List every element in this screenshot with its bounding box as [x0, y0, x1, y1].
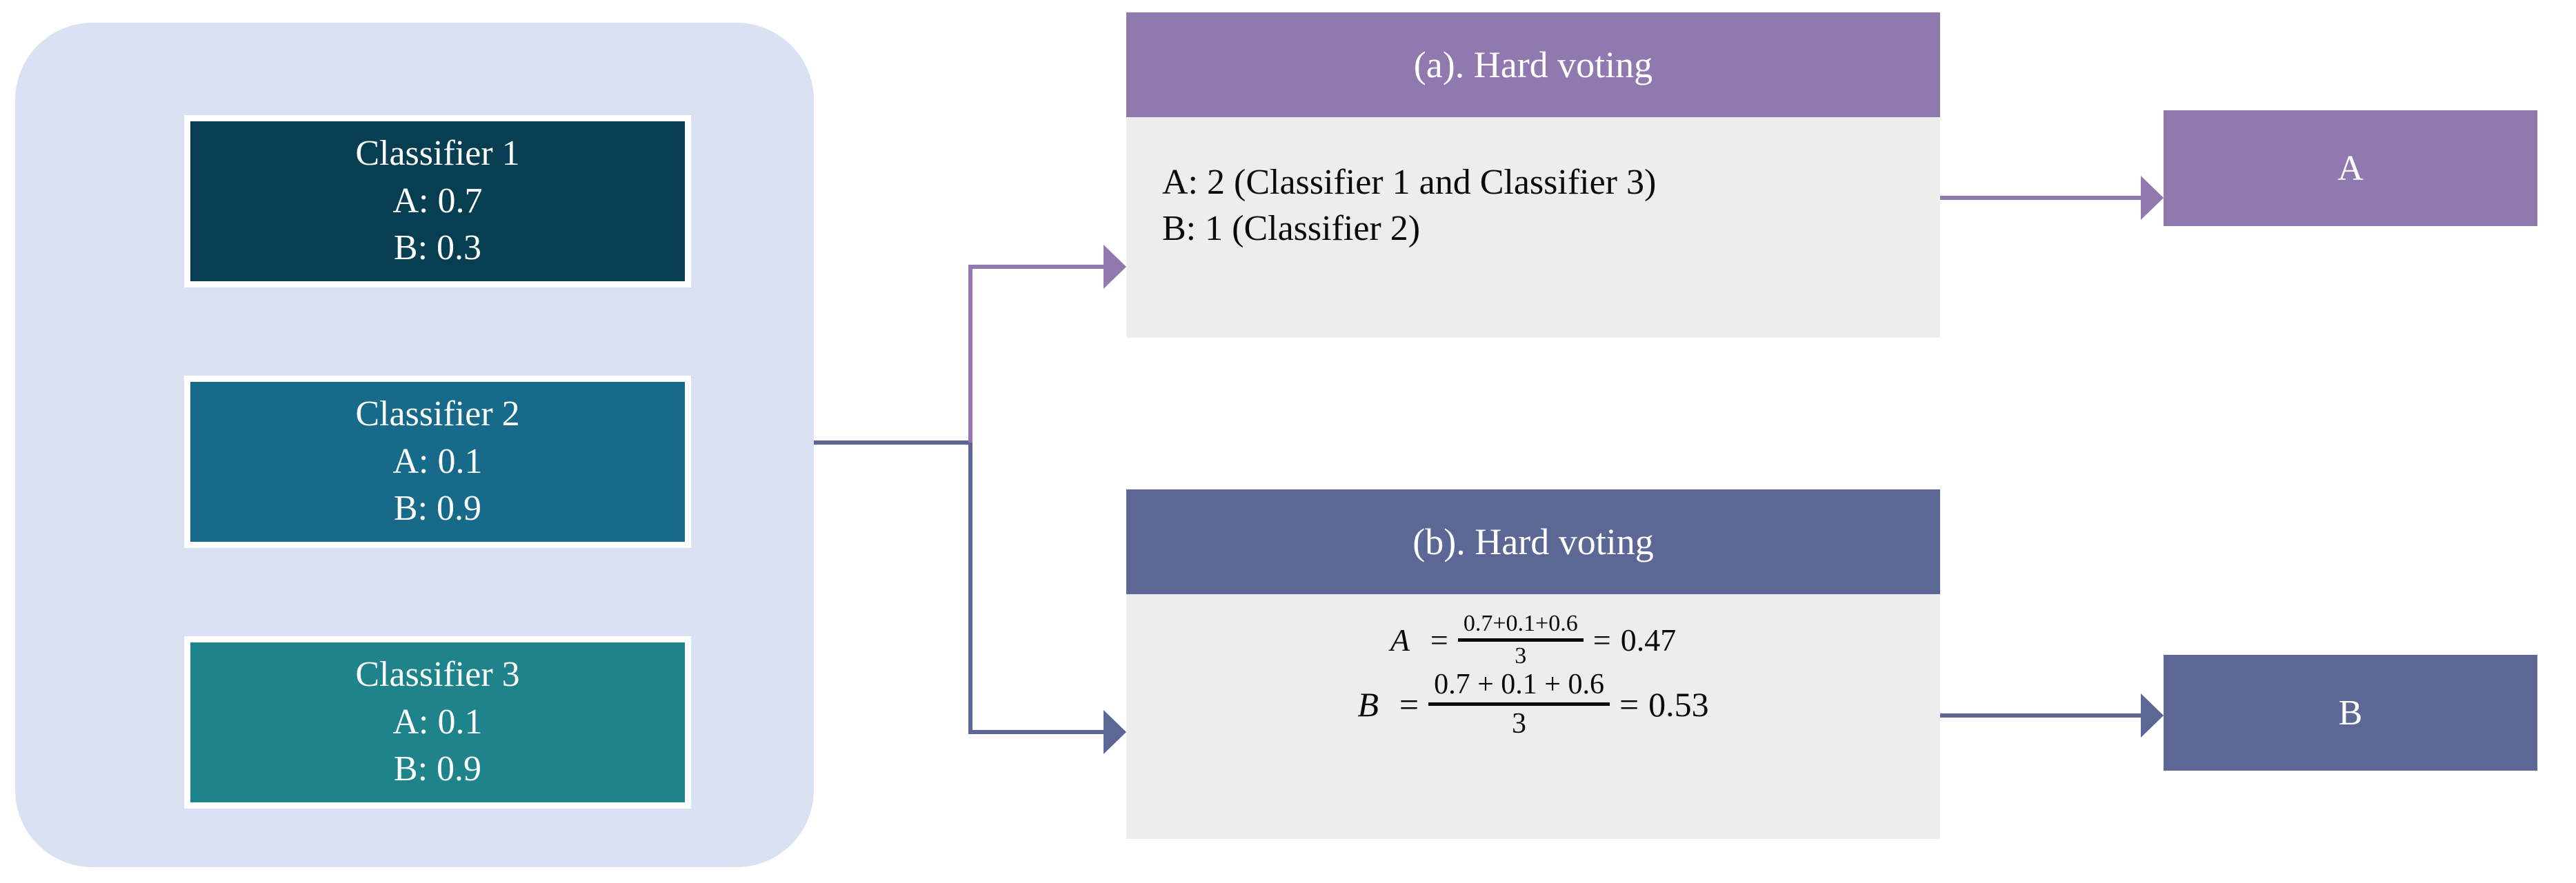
formula-a-variable: A [1390, 622, 1410, 658]
formula-b-numerator: 0.7 + 0.1 + 0.6 [1434, 669, 1604, 700]
formula-b-equals-2: = [1619, 684, 1639, 724]
formula-b-equals-1: = [1399, 684, 1419, 724]
hard-voting-panel[interactable]: (a). Hard voting A: 2 (Classifier 1 and … [1126, 12, 1940, 338]
soft-voting-body: A = 0.7+0.1+0.6 3 = 0.47 B = 0.7 + 0.1 +… [1126, 594, 1940, 839]
classifier-1-score-b: B: 0.3 [393, 228, 482, 268]
formula-average-a: A = 0.7+0.1+0.6 3 = 0.47 [1390, 611, 1676, 669]
outcome-box-a[interactable]: A [2164, 110, 2537, 226]
arrowhead-to-outcome-a [2141, 176, 2164, 220]
soft-voting-header: (b). Hard voting [1126, 489, 1940, 594]
classifier-1-body: Classifier 1 A: 0.7 B: 0.3 [190, 121, 685, 281]
classifier-3-body: Classifier 3 A: 0.1 B: 0.9 [190, 642, 685, 802]
formula-a-fraction-bar [1457, 638, 1584, 642]
arrowhead-to-soft-voting [1104, 710, 1126, 754]
classifier-3-title: Classifier 3 [355, 655, 520, 695]
formula-a-equals-2: = [1592, 622, 1611, 658]
classifier-2-score-a: A: 0.1 [392, 441, 483, 481]
formula-a-numerator: 0.7+0.1+0.6 [1463, 611, 1578, 636]
outcome-box-b[interactable]: B [2164, 655, 2537, 771]
classifier-1-score-a: A: 0.7 [392, 181, 483, 221]
formula-b-denominator: 3 [1512, 708, 1527, 740]
hard-voting-header: (a). Hard voting [1126, 12, 1940, 117]
formula-a-fraction: 0.7+0.1+0.6 3 [1457, 611, 1584, 669]
formula-a-result: 0.47 [1620, 622, 1677, 658]
classifier-card-2[interactable]: Classifier 2 A: 0.1 B: 0.9 [184, 376, 691, 548]
classifier-3-score-a: A: 0.1 [392, 702, 483, 742]
arrowhead-to-hard-voting [1104, 245, 1126, 289]
formula-b-result: 0.53 [1648, 684, 1709, 724]
classifier-3-score-b: B: 0.9 [393, 749, 482, 789]
connector-to-soft-voting [968, 443, 1104, 734]
soft-voting-panel[interactable]: (b). Hard voting A = 0.7+0.1+0.6 3 = 0.4… [1126, 489, 1940, 839]
formula-b-fraction-bar [1428, 702, 1610, 706]
outcome-a-label: A [2337, 148, 2364, 188]
formula-b-fraction: 0.7 + 0.1 + 0.6 3 [1428, 668, 1610, 740]
arrowhead-to-outcome-b [2141, 693, 2164, 738]
ensemble-container: Classifier 1 A: 0.7 B: 0.3 Classifier 2 … [15, 23, 814, 867]
classifier-card-1[interactable]: Classifier 1 A: 0.7 B: 0.3 [184, 115, 691, 287]
formula-a-denominator: 3 [1515, 643, 1527, 669]
outcome-b-label: B [2338, 693, 2363, 733]
classifier-1-title: Classifier 1 [355, 134, 520, 174]
classifier-2-title: Classifier 2 [355, 394, 520, 434]
hard-voting-count-b: B: 1 (Classifier 2) [1162, 208, 1421, 248]
classifier-card-3[interactable]: Classifier 3 A: 0.1 B: 0.9 [184, 636, 691, 809]
classifier-2-body: Classifier 2 A: 0.1 B: 0.9 [190, 382, 685, 542]
hard-voting-count-a: A: 2 (Classifier 1 and Classifier 3) [1162, 163, 1657, 202]
classifier-2-score-b: B: 0.9 [393, 489, 482, 529]
formula-stack: A = 0.7+0.1+0.6 3 = 0.47 B = 0.7 + 0.1 +… [1126, 611, 1940, 740]
formula-average-b: B = 0.7 + 0.1 + 0.6 3 = 0.53 [1357, 668, 1708, 740]
connector-to-hard-voting [968, 265, 1104, 443]
hard-voting-body: A: 2 (Classifier 1 and Classifier 3) B: … [1126, 117, 1940, 338]
formula-a-equals-1: = [1430, 622, 1448, 658]
formula-b-variable: B [1357, 684, 1379, 724]
